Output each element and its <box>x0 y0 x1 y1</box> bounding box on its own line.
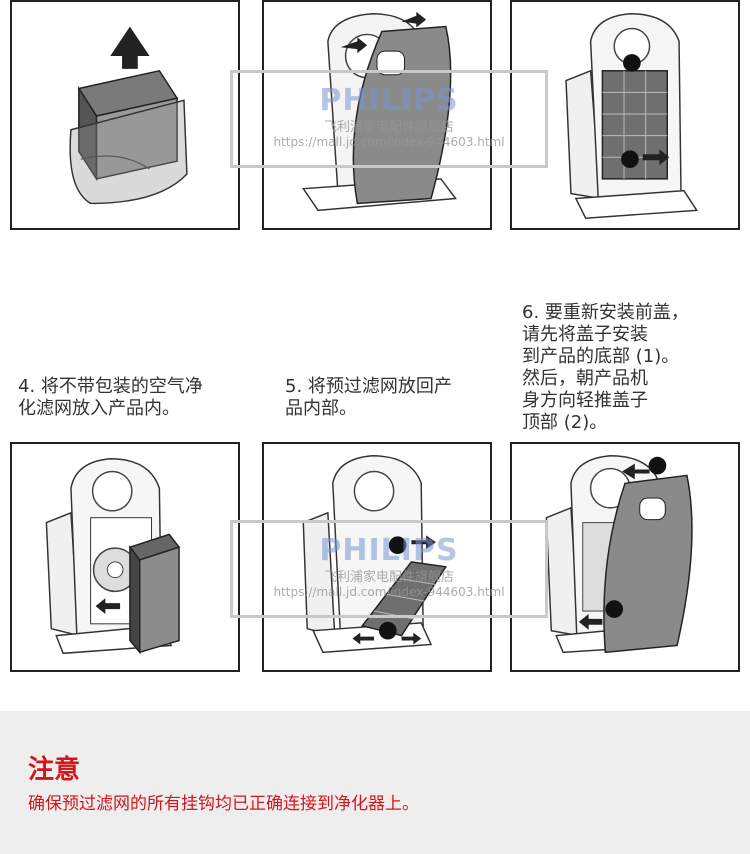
illustration-remove-cover <box>262 0 492 230</box>
step-4-text: 4. 将不带包装的空气净 化滤网放入产品内。 <box>18 376 203 419</box>
step-5-text: 5. 将预过滤网放回产 品内部。 <box>285 376 452 419</box>
notice-box: 注意 确保预过滤网的所有挂钩均已正确连接到净化器上。 <box>0 711 750 854</box>
illustration-reinstall-cover <box>510 442 740 672</box>
illustration-insert-filter <box>10 442 240 672</box>
notice-title: 注意 <box>28 755 81 785</box>
illustration-replace-prefilter <box>262 442 492 672</box>
illustration-remove-prefilter <box>510 0 740 230</box>
illustration-remove-filter <box>10 0 240 230</box>
step-6-text: 6. 要重新安装前盖， 请先将盖子安装 到产品的底部 (1)。 然后，朝产品机 … <box>522 302 689 433</box>
notice-text: 确保预过滤网的所有挂钩均已正确连接到净化器上。 <box>28 794 419 814</box>
